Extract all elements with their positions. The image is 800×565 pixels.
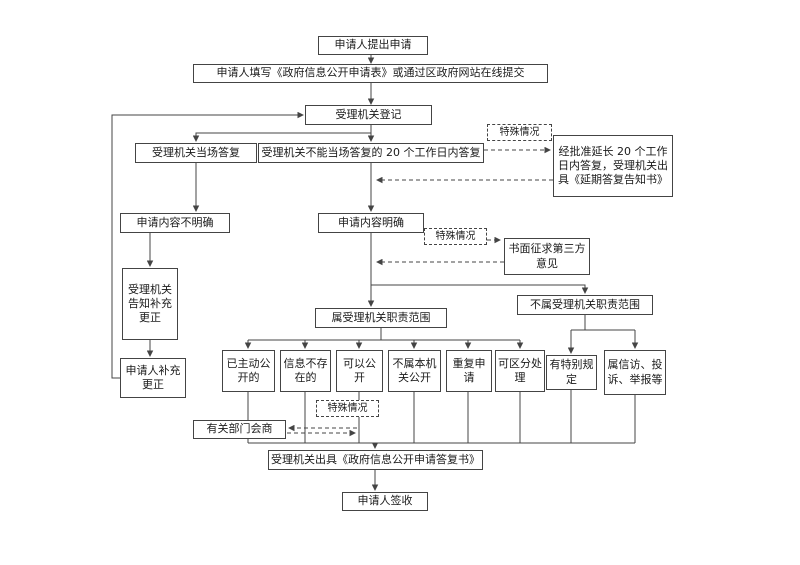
node-issue-reply-document: 受理机关出具《政府信息公开申请答复书》 — [268, 450, 483, 470]
node-applicant-submit: 申请人提出申请 — [318, 36, 428, 55]
node-outside-authority-scope: 不属受理机关职责范围 — [517, 295, 653, 315]
node-special-provisions: 有特别规定 — [546, 355, 597, 390]
solid-trunk-lines — [247, 315, 636, 444]
node-fill-application-form: 申请人填写《政府信息公开申请表》或通过区政府网站在线提交 — [193, 64, 548, 83]
node-applicant-sign-receipt: 申请人签收 — [342, 492, 428, 511]
node-info-not-exist: 信息不存在的 — [280, 350, 331, 392]
node-separable-handling: 可区分处理 — [495, 350, 545, 392]
node-reply-within-20-days: 受理机关不能当场答复的 20 个工作日内答复 — [258, 143, 484, 163]
special-case-label-2: 特殊情况 — [424, 228, 487, 245]
solid-arrow-lines — [111, 54, 639, 491]
special-case-label-1: 特殊情况 — [487, 124, 552, 141]
node-applicant-supplement-correction: 申请人补充更正 — [120, 358, 186, 398]
node-reply-on-spot: 受理机关当场答复 — [135, 143, 257, 163]
node-department-consultation: 有关部门会商 — [193, 420, 286, 439]
node-not-this-authority: 不属本机关公开 — [388, 350, 441, 392]
node-within-authority-scope: 属受理机关职责范围 — [315, 308, 447, 328]
node-repeat-application: 重复申请 — [446, 350, 492, 392]
special-case-label-3: 特殊情况 — [316, 400, 379, 417]
node-notify-supplement-correction: 受理机关告知补充更正 — [122, 268, 178, 340]
node-authority-register: 受理机关登记 — [305, 105, 432, 125]
node-content-clear: 申请内容明确 — [318, 213, 424, 233]
node-content-unclear: 申请内容不明确 — [120, 213, 230, 233]
node-consult-third-party: 书面征求第三方意见 — [504, 238, 590, 275]
node-petition-complaint: 属信访、投诉、举报等 — [604, 350, 666, 395]
node-extension-notice: 经批准延长 20 个工作日内答复，受理机关出具《延期答复告知书》 — [553, 135, 673, 197]
dashed-arrow-lines — [287, 146, 553, 437]
node-already-disclosed: 已主动公开的 — [222, 350, 275, 392]
node-can-disclose: 可以公开 — [336, 350, 383, 392]
